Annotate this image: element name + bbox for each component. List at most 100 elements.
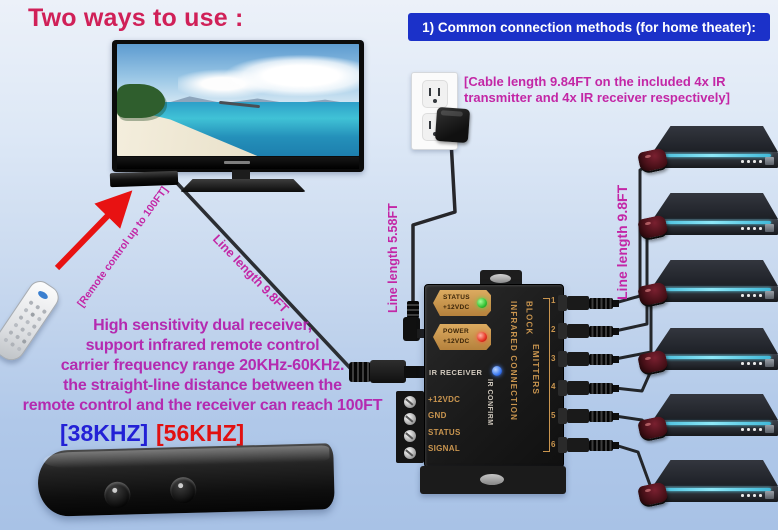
ir-emitter: [637, 415, 669, 443]
av-device-led-strip: [653, 356, 771, 359]
freq-38khz-label: [38KHZ]: [60, 420, 149, 446]
av-device-buttons: [741, 362, 744, 365]
tv: [112, 40, 364, 192]
av-device: [637, 328, 778, 377]
power-plug-nose: [417, 329, 427, 338]
av-device-display: [765, 359, 774, 367]
description-text: High sensitivity dual receiver, support i…: [5, 316, 400, 416]
block-mount-tab: [480, 270, 522, 288]
ir-emitter: [637, 214, 669, 242]
terminal-label: SIGNAL: [428, 443, 461, 453]
section-header-label: 1) Common connection methods (for home t…: [422, 19, 756, 35]
terminal-label: GND: [428, 411, 447, 421]
description-line: the straight-line distance between the: [63, 377, 342, 394]
power-led: [477, 332, 487, 342]
emitter-port-number: 2: [551, 324, 556, 334]
av-device-led-strip: [653, 221, 771, 224]
av-device-top: [653, 126, 778, 152]
av-device-buttons: [741, 294, 744, 297]
av-device-led-strip: [653, 488, 771, 491]
emitter-plug: [558, 295, 620, 311]
terminal-label: STATUS: [428, 427, 461, 437]
ir-confirm-label: IR CONFIRM: [486, 379, 493, 426]
power-plug: [403, 317, 420, 341]
av-device-top: [653, 394, 778, 420]
av-device-display: [765, 224, 774, 232]
tv-screen: [117, 44, 359, 156]
block-mount-bracket: [420, 466, 566, 494]
terminal-screw: [404, 396, 416, 408]
power-plug-strain-relief: [407, 301, 419, 318]
description-line: support infrared remote control: [85, 337, 320, 354]
ir-emitter: [637, 281, 669, 309]
terminal-screw: [404, 447, 416, 459]
ir-emitter: [637, 147, 669, 175]
section-header: 1) Common connection methods (for home t…: [408, 13, 770, 41]
block-name-label: INFRARED CONNECTION BLOCK: [506, 301, 536, 451]
beach-clouds: [177, 46, 359, 100]
emitter-port-number: 3: [551, 353, 556, 363]
terminal-label: +12VDC: [428, 395, 461, 404]
av-device-display: [765, 291, 774, 299]
terminal-block: [396, 391, 424, 463]
av-device-buttons: [741, 428, 744, 431]
ir-emitter: [637, 349, 669, 377]
ir-plug-nose: [404, 366, 425, 378]
av-device: [637, 260, 778, 309]
av-device-led-strip: [653, 288, 771, 291]
power-tag: POWER +12VDC: [433, 324, 491, 350]
ir-emitter: [637, 481, 669, 509]
tv-logo: [224, 161, 250, 164]
av-device-top: [653, 260, 778, 286]
av-device-display: [765, 157, 774, 165]
ir-plug-strain-relief: [349, 362, 371, 382]
av-device: [637, 126, 778, 175]
status-tag-label: STATUS +12VDC: [443, 294, 470, 312]
terminal-screw: [404, 430, 416, 442]
block-name-line2: CONNECTION BLOCK: [509, 301, 534, 422]
outlet-socket-top: [422, 80, 448, 108]
emitter-port-number: 5: [551, 411, 556, 421]
description-line: High sensitivity dual receiver,: [93, 317, 312, 334]
emitters-label: EMITTERS: [531, 344, 541, 395]
status-tag: STATUS +12VDC: [433, 290, 491, 316]
remote-signal-arrow: [54, 190, 133, 271]
av-device-display: [765, 425, 774, 433]
mount-hole: [480, 474, 504, 485]
emitter-port-number: 4: [551, 382, 556, 392]
emitter-plug: [558, 323, 620, 339]
emitter-plug: [558, 380, 620, 396]
av-device: [637, 460, 778, 509]
av-device-top: [653, 193, 778, 219]
power-tag-label: POWER +12VDC: [443, 328, 470, 346]
emitter-plug: [558, 437, 620, 453]
ir-confirm-led: [492, 366, 502, 376]
page-title: Two ways to use :: [28, 4, 244, 32]
mount-hole: [490, 274, 511, 283]
cable-length-note: [Cable length 9.84FT on the included 4x …: [464, 74, 730, 105]
av-device-top: [653, 328, 778, 354]
status-led: [477, 298, 487, 308]
emitter-port-number: 6: [551, 439, 556, 449]
av-device-buttons: [741, 227, 744, 230]
av-device-buttons: [741, 494, 744, 497]
av-device-buttons: [741, 160, 744, 163]
freq-56khz-label: [56KHZ]: [156, 420, 245, 446]
emitter-port-numbers: 1 2 3 4 5 6: [551, 296, 555, 449]
av-device: [637, 394, 778, 443]
tv-stand-base: [180, 179, 306, 192]
av-device-top: [653, 460, 778, 486]
emitter-plug: [558, 351, 620, 367]
block-name-line1: INFRARED: [509, 301, 519, 352]
terminal-screw: [404, 413, 416, 425]
emitters-bracket: [543, 298, 550, 452]
emitter-port-number: 1: [551, 296, 556, 305]
ir-plug: [370, 360, 406, 383]
av-device-led-strip: [653, 422, 771, 425]
av-device: [637, 193, 778, 242]
av-device-led-strip: [653, 154, 771, 157]
description-line: remote control and the receiver can reac…: [22, 397, 383, 414]
